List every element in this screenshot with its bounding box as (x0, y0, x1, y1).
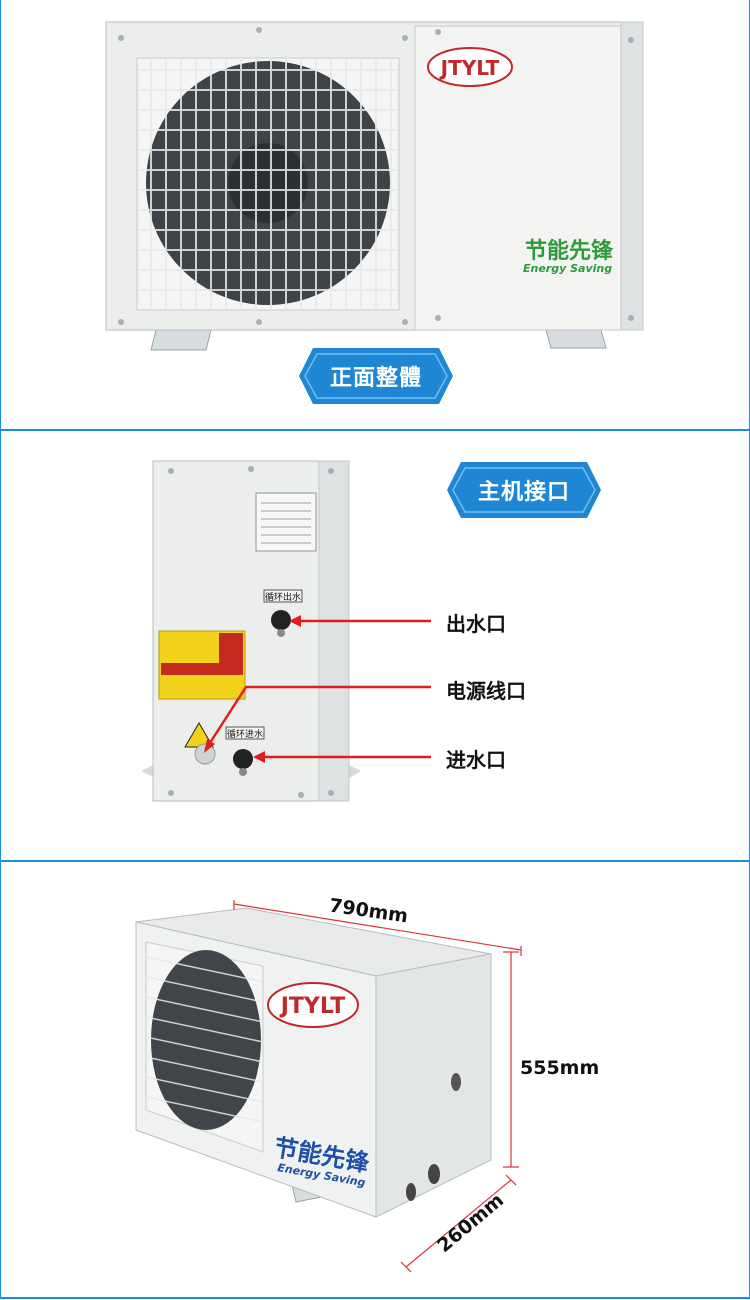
pipe-in-tag: 循环进水 (227, 728, 263, 740)
water-outlet-label: 出水口 (446, 612, 506, 636)
height-dimension: 555mm (520, 1057, 600, 1079)
section-divider (0, 429, 750, 431)
pipe-out-tag: 循环出水 (265, 591, 301, 603)
power-cable-label: 电源线口 (446, 679, 526, 703)
water-inlet-port (233, 749, 253, 769)
dimensions-section: JTYLT 节能先锋 Energy Saving 790mm 555mm 260… (0, 862, 750, 1298)
heat-pump-back-illustration: 循环出水 循环进水 (141, 460, 431, 802)
water-inlet-label: 进水口 (446, 748, 506, 772)
slogan-en: Energy Saving (523, 262, 612, 275)
fan-icon (151, 950, 261, 1130)
brand-logo (267, 982, 359, 1028)
spec-plate (255, 492, 317, 552)
section-divider (0, 860, 750, 862)
interfaces-badge: 主机接口 (447, 462, 601, 518)
logo-text: JTYLT (279, 994, 346, 1019)
interfaces-section: 循环出水 循环进水 主机接口 出水口 电源线口 进水口 (0, 431, 750, 861)
power-cable-port (194, 743, 216, 765)
section-divider (0, 1297, 750, 1299)
water-outlet-port (271, 610, 291, 630)
front-view-section: JTYLT 节能先锋 Energy Saving 正面整體 (0, 0, 750, 430)
hexagon-badge-shape (299, 348, 453, 404)
front-view-badge: 正面整體 (299, 348, 453, 404)
heat-pump-front-illustration: JTYLT 节能先锋 Energy Saving (105, 21, 644, 351)
slogan-cn: 节能先锋 (525, 238, 614, 264)
logo-text: JTYLT (439, 56, 500, 80)
heat-pump-isometric-illustration: JTYLT 节能先锋 Energy Saving (135, 900, 522, 1273)
hexagon-badge-shape (447, 462, 601, 518)
brand-logo (427, 47, 513, 87)
